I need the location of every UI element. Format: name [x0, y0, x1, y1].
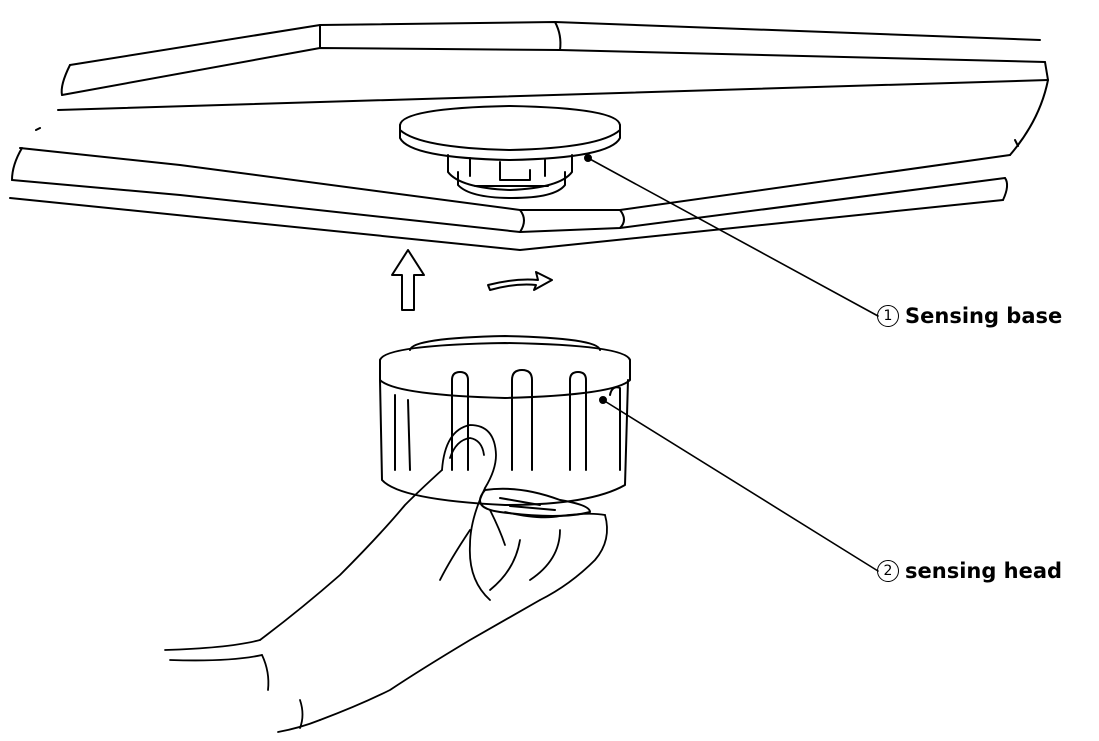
up-arrow-icon: [391, 249, 425, 311]
ceiling-panel: [9, 21, 1049, 251]
callout-sensing-head: 2 sensing head: [877, 560, 1062, 582]
callout-number: 2: [877, 560, 899, 582]
sensing-head: [379, 335, 631, 517]
rotate-arrow-icon: [487, 271, 553, 291]
leader-line-head: [602, 399, 879, 572]
callout-number: 1: [877, 305, 899, 327]
callout-sensing-base: 1 Sensing base: [877, 305, 1062, 327]
callout-text: Sensing base: [905, 303, 1063, 328]
callout-text: sensing head: [905, 558, 1063, 583]
hand: [164, 424, 608, 733]
leader-line-base: [587, 157, 879, 317]
sensing-base: [399, 105, 621, 199]
